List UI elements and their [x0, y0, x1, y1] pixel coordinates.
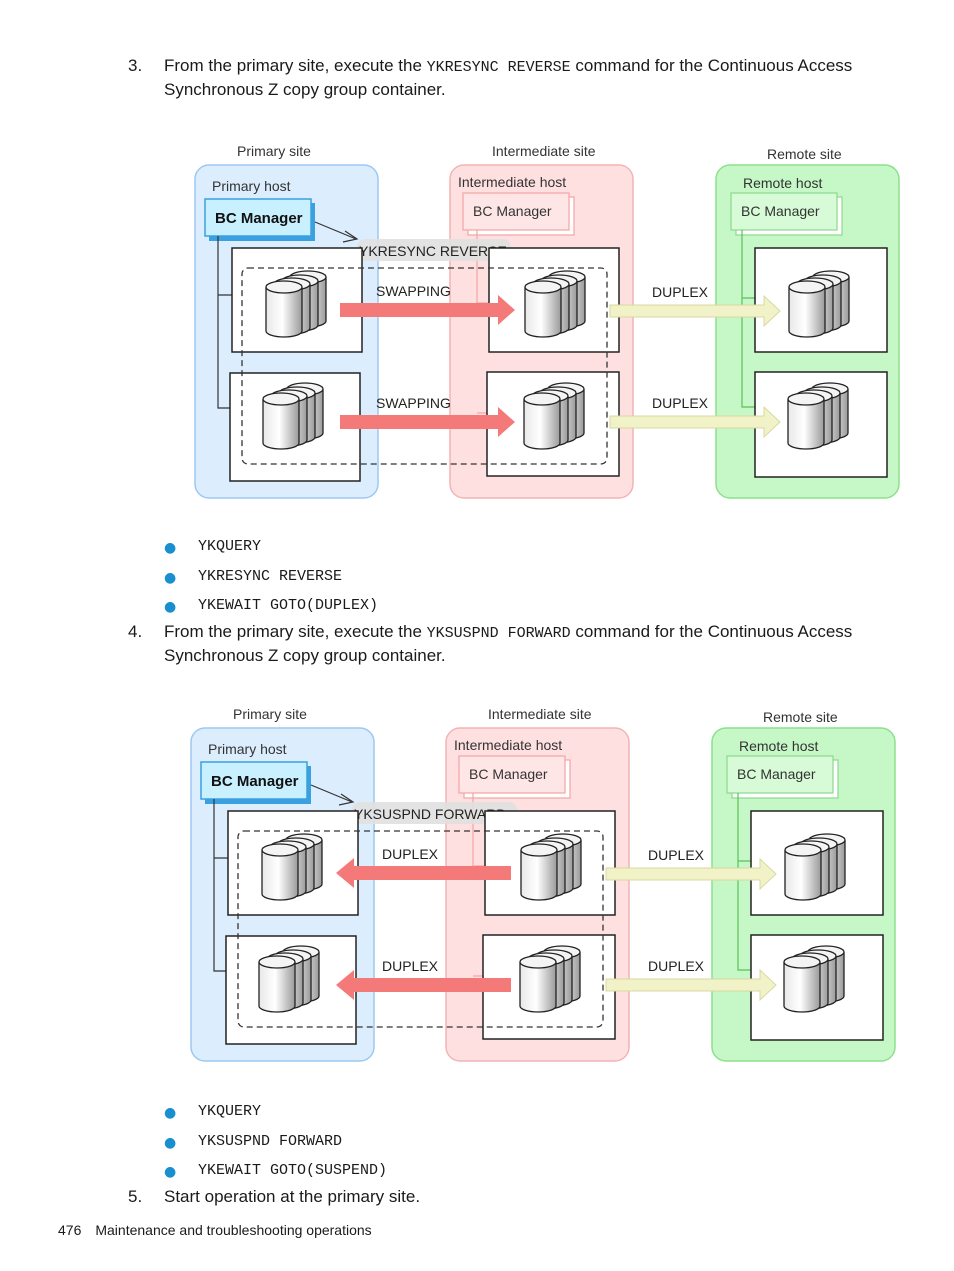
- bc-manager-remote: [726, 755, 834, 794]
- bullet-dot-icon: ●: [164, 1134, 177, 1151]
- step-text: From the primary site, execute the YKRES…: [164, 55, 888, 101]
- command-pointer: [314, 221, 357, 240]
- primary-host-connector: [213, 799, 228, 972]
- bullet-item: ● YKEWAIT GOTO(SUSPEND): [162, 1161, 387, 1191]
- bc-manager-intermediate: [462, 192, 570, 231]
- step-number: 3.: [128, 56, 143, 75]
- remote-1-status: DUPLEX: [652, 284, 709, 300]
- remote-1-status: DUPLEX: [648, 847, 705, 863]
- step-text: Start operation at the primary site.: [164, 1187, 421, 1206]
- command-pointer-head: [338, 793, 355, 806]
- duplex-arrow-remote-2: [609, 405, 781, 439]
- bullet-dot-icon: ●: [164, 1105, 177, 1121]
- command-label: YKRESYNC REVERSE: [359, 243, 507, 259]
- bc-manager-intermediate-label: BC Manager: [473, 203, 552, 219]
- bullet-dot-icon: ●: [164, 599, 177, 615]
- swapping-arrow-1: [340, 295, 515, 325]
- remote-site-label: Remote site: [767, 146, 842, 162]
- remote-host-label: Remote host: [739, 738, 818, 754]
- page-number: 476: [58, 1222, 82, 1238]
- step-number: 5.: [128, 1187, 143, 1206]
- remote-host-label: Remote host: [743, 175, 822, 191]
- bc-manager-primary: [204, 198, 312, 237]
- bullet-item: ● YKRESYNC REVERSE: [162, 567, 378, 597]
- step-text-before: From the primary site, execute the: [164, 622, 427, 641]
- remote-site-label: Remote site: [763, 709, 838, 725]
- bc-manager-primary: [200, 761, 308, 800]
- duplex-arrow-primary-1: [336, 858, 511, 888]
- bc-manager-intermediate: [458, 755, 566, 794]
- command-pointer-head: [342, 230, 359, 243]
- primary-host-label: Primary host: [208, 741, 287, 757]
- bullet-list-1: ● YKQUERY ● YKRESYNC REVERSE ● YKEWAIT GOTO…: [162, 537, 378, 626]
- diagram-svg: Primary site Intermediate site Remote si…: [194, 143, 900, 499]
- bc-manager-remote: [730, 192, 838, 231]
- duplex-arrow-remote-1: [609, 294, 781, 328]
- remote-host-connector: [741, 230, 755, 408]
- remote-host-connector: [737, 793, 751, 971]
- copy-group-container: [241, 267, 608, 465]
- copy-group-container: [237, 830, 604, 1028]
- swapping-arrow-2: [340, 407, 515, 437]
- bc-manager-remote-label: BC Manager: [737, 766, 816, 782]
- bullet-dot-icon: ●: [164, 569, 177, 586]
- bullet-text: YKSUSPND FORWARD: [198, 1132, 343, 1150]
- page-footer: 476 Maintenance and troubleshooting opera…: [58, 1222, 372, 1238]
- bullet-text: YKQUERY: [198, 1103, 262, 1120]
- command-pointer: [310, 784, 353, 803]
- step-text: From the primary site, execute the YKSUS…: [164, 621, 888, 667]
- pair-2-status: DUPLEX: [382, 958, 439, 974]
- step-text-after: command for the Continuous Access Synchr…: [164, 56, 853, 99]
- bullet-dot-icon: ●: [164, 540, 177, 556]
- remote-2-status: DUPLEX: [652, 395, 709, 411]
- primary-site-label: Primary site: [237, 143, 311, 159]
- pair-2-status: SWAPPING: [376, 395, 451, 411]
- step-text-after: command for the Continuous Access Synchr…: [164, 622, 853, 665]
- primary-host-connector: [217, 236, 232, 409]
- diagram-resync-reverse: Primary site Intermediate site Remote si…: [190, 135, 905, 510]
- primary-host-label: Primary host: [212, 178, 291, 194]
- intermediate-site-label: Intermediate site: [488, 706, 592, 722]
- bullet-text: YKRESYNC REVERSE: [198, 567, 343, 585]
- bullet-text: YKQUERY: [198, 538, 262, 555]
- step-command: YKRESYNC REVERSE: [426, 59, 571, 76]
- bullet-item: ● YKSUSPND FORWARD: [162, 1132, 387, 1162]
- command-callout: [357, 239, 511, 261]
- remote-2-status: DUPLEX: [648, 958, 705, 974]
- bc-manager-primary-label: BC Manager: [215, 210, 303, 227]
- diagram-svg: Primary site Intermediate site Remote si…: [190, 706, 896, 1062]
- footer-title: Maintenance and troubleshooting operatio…: [95, 1222, 372, 1238]
- bullet-text: YKEWAIT GOTO(DUPLEX): [198, 597, 379, 614]
- bc-manager-primary-label: BC Manager: [211, 773, 299, 790]
- duplex-arrow-primary-2: [336, 970, 511, 1000]
- primary-site-label: Primary site: [233, 706, 307, 722]
- duplex-arrow-remote-1: [605, 857, 777, 891]
- bullet-item: ● YKQUERY: [162, 537, 378, 567]
- pair-1-status: SWAPPING: [376, 283, 451, 299]
- bullet-text: YKEWAIT GOTO(SUSPEND): [198, 1162, 388, 1179]
- bullet-list-2: ● YKQUERY ● YKSUSPND FORWARD ● YKEWAIT GOTO…: [162, 1102, 387, 1191]
- intermediate-host-label: Intermediate host: [458, 174, 566, 190]
- step-number: 4.: [128, 622, 143, 641]
- bc-manager-remote-label: BC Manager: [741, 203, 820, 219]
- step-text-before: From the primary site, execute the: [164, 56, 427, 75]
- step-command: YKSUSPND FORWARD: [426, 625, 571, 642]
- bullet-item: ● YKEWAIT GOTO(DUPLEX): [162, 596, 378, 626]
- duplex-arrow-remote-2: [605, 968, 777, 1002]
- bullet-item: ● YKQUERY: [162, 1102, 387, 1132]
- bc-manager-intermediate-label: BC Manager: [469, 766, 548, 782]
- bullet-dot-icon: ●: [164, 1164, 177, 1180]
- intermediate-site-label: Intermediate site: [492, 143, 596, 159]
- intermediate-host-label: Intermediate host: [454, 737, 562, 753]
- pair-1-status: DUPLEX: [382, 846, 439, 862]
- diagram-suspend-forward: Primary site Intermediate site Remote si…: [186, 698, 901, 1073]
- command-label: YKSUSPND FORWARD: [354, 806, 506, 822]
- command-callout: [352, 802, 517, 824]
